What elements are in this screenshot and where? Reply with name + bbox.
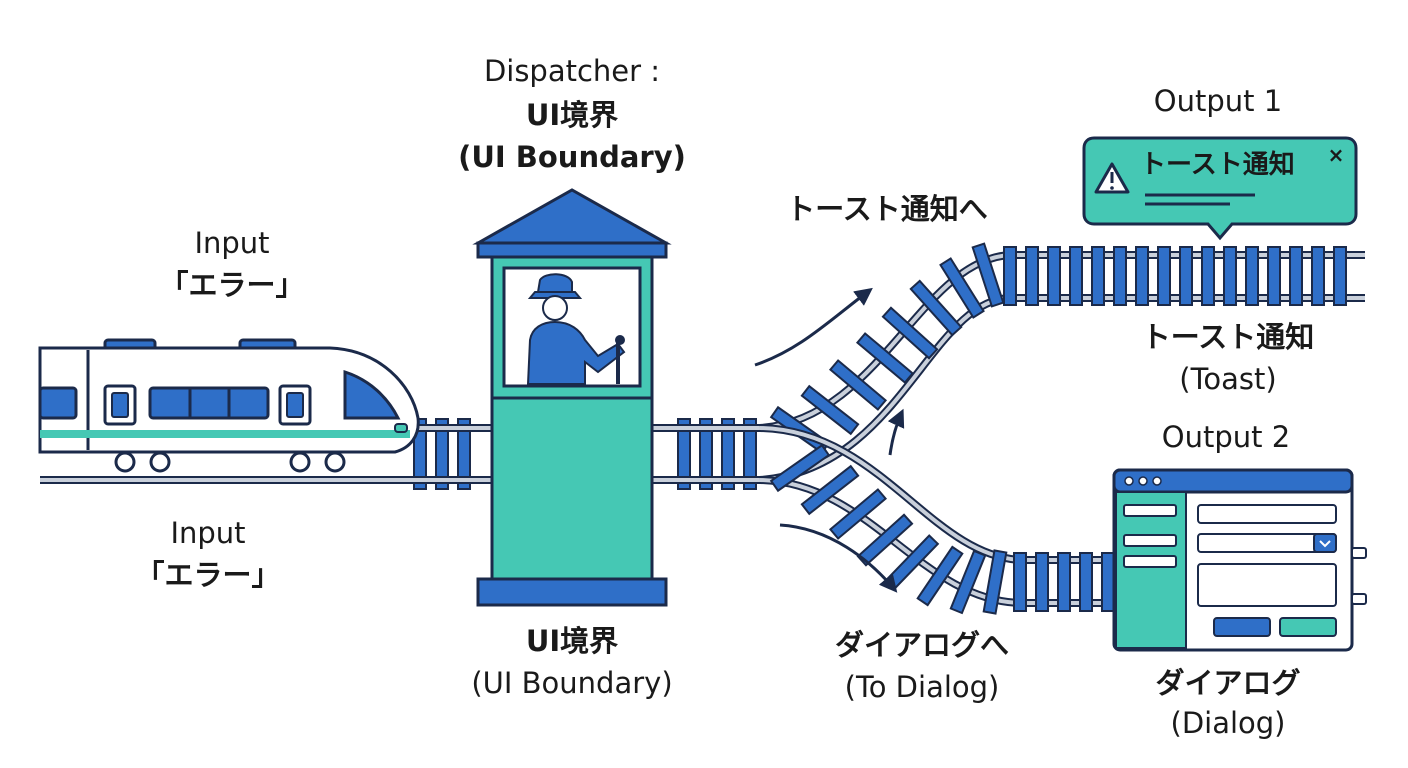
track-tie [769, 443, 831, 493]
track-tie [677, 418, 691, 490]
track-tie [457, 418, 471, 490]
track-ties [413, 418, 757, 490]
output2-heading: Output 2 [1161, 420, 1291, 454]
track-tie [828, 488, 888, 540]
output2-name-en: (Dialog) [1170, 706, 1286, 740]
track-tie [1135, 246, 1149, 306]
output1-name-en: (Toast) [1179, 362, 1277, 396]
track-tie [1267, 246, 1281, 306]
track-tie [435, 418, 449, 490]
track-tie [1025, 246, 1039, 306]
track-tie [1035, 552, 1049, 612]
arrow-icon [779, 523, 898, 593]
track-tie [1047, 246, 1061, 306]
track-tie [1101, 552, 1115, 612]
track-tie [939, 257, 985, 319]
track-tie [1201, 246, 1215, 306]
toast-popup [1082, 136, 1358, 241]
track-tie [1079, 552, 1093, 612]
input-bottom-value: 「エラー」 [135, 558, 281, 592]
output2-name: ダイアログ [1155, 666, 1301, 700]
arrow-icon [754, 287, 873, 367]
track-tie [1333, 246, 1347, 306]
track-tie [1057, 552, 1071, 612]
dispatcher-bottom-name-en: (UI Boundary) [471, 666, 673, 700]
track-tie [1245, 246, 1259, 306]
track-tie [1069, 246, 1083, 306]
track-tie [916, 545, 964, 607]
route-dialog-label: ダイアログへ [834, 628, 1009, 662]
dispatcher-name: UI境界 [525, 98, 619, 132]
track-tie [855, 332, 915, 384]
track-tie [413, 418, 427, 490]
dialog-branch-track [759, 424, 1120, 615]
route-toast-label: トースト通知へ [786, 192, 988, 226]
track-tie [1223, 246, 1237, 306]
track-tie [1289, 246, 1303, 306]
close-icon[interactable]: × [1327, 143, 1345, 167]
arrow-icon [887, 408, 905, 456]
track-ties [769, 242, 1347, 455]
track-tie [828, 359, 888, 411]
track-tie [1179, 246, 1193, 306]
route-dialog-label-en: (To Dialog) [844, 670, 1000, 704]
track-tie [881, 306, 939, 360]
dispatcher-name-en: (UI Boundary) [458, 140, 686, 174]
toast-text: トースト通知 [1140, 150, 1295, 180]
train-icon [38, 338, 420, 473]
input-bottom-heading: Input [170, 516, 246, 550]
track-tie [1013, 552, 1027, 612]
track-tie [949, 549, 987, 615]
input-top-value: 「エラー」 [159, 268, 305, 302]
track-ties [769, 443, 1115, 615]
track-tie [1157, 246, 1171, 306]
track-tie [1113, 246, 1127, 306]
track-tie [909, 279, 963, 337]
track-tie [699, 418, 713, 490]
output1-name: トースト通知 [1141, 320, 1315, 354]
input-top-heading: Input [194, 226, 270, 260]
operator-icon [526, 273, 626, 385]
track-tie [800, 464, 860, 516]
signal-booth-icon [472, 188, 672, 607]
dialog-window-icon [1112, 468, 1367, 652]
track-tie [1311, 246, 1325, 306]
track-tie [971, 242, 1005, 308]
warning-icon [1094, 162, 1130, 194]
dispatcher-bottom-name: UI境界 [525, 624, 619, 658]
track-tie [743, 418, 757, 490]
track-tie [721, 418, 735, 490]
track-tie [800, 384, 860, 436]
track-tie [856, 513, 914, 567]
track-tie [1091, 246, 1105, 306]
dispatcher-heading: Dispatcher : [483, 54, 661, 88]
output1-heading: Output 1 [1153, 84, 1283, 118]
track-tie [982, 549, 1008, 615]
track-tie [1003, 246, 1017, 306]
